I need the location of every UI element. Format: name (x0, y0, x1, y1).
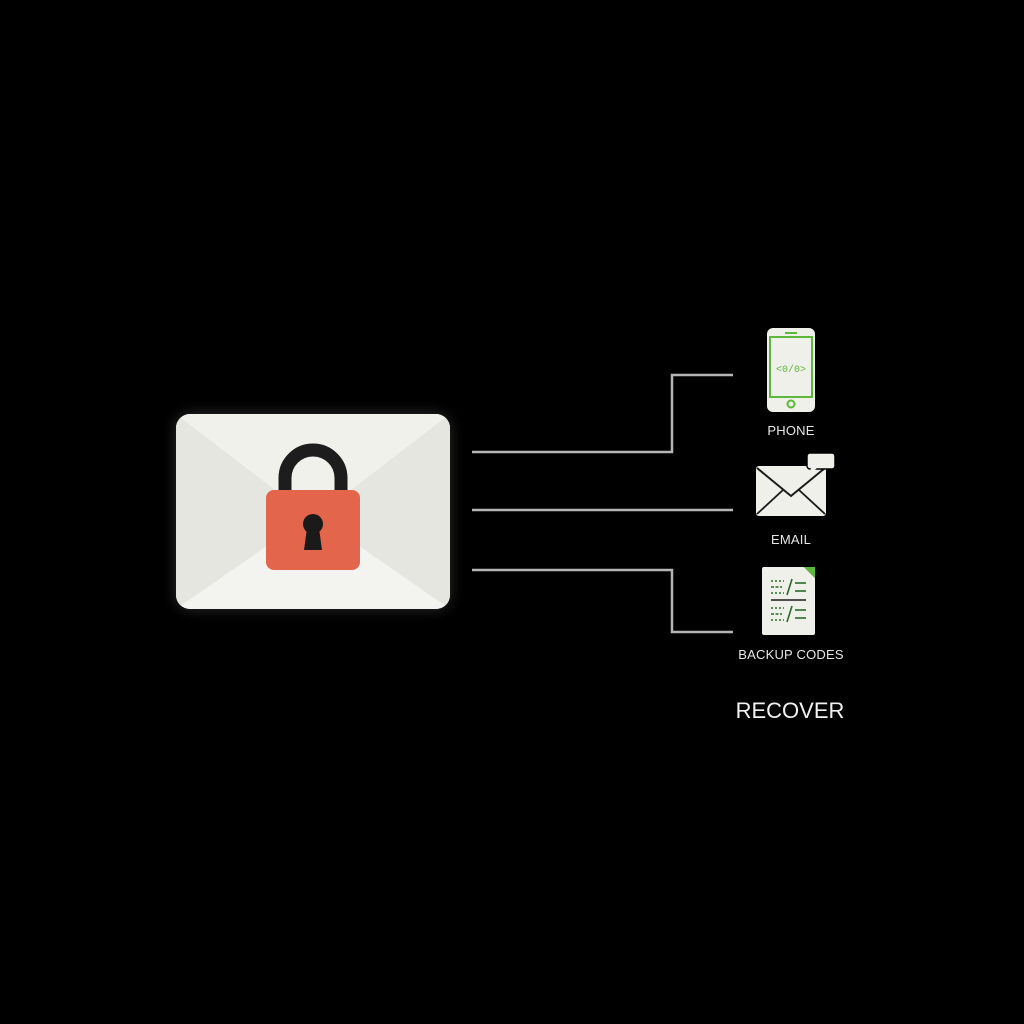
recover-button[interactable]: RECOVER (735, 698, 845, 723)
phone-icon: <0/0> (767, 328, 815, 412)
backup-codes-option[interactable] (762, 567, 815, 635)
email-label: EMAIL (770, 532, 811, 547)
envelope-chat-icon (756, 452, 836, 516)
email-option[interactable] (755, 452, 837, 518)
phone-option[interactable]: <0/0> (767, 328, 815, 412)
backup-codes-label: BACKUP CODES (738, 647, 844, 662)
svg-text:<0/0>: <0/0> (776, 364, 806, 376)
document-codes-icon (762, 567, 815, 635)
phone-label: PHONE (767, 423, 815, 438)
padlock-icon (266, 443, 360, 570)
